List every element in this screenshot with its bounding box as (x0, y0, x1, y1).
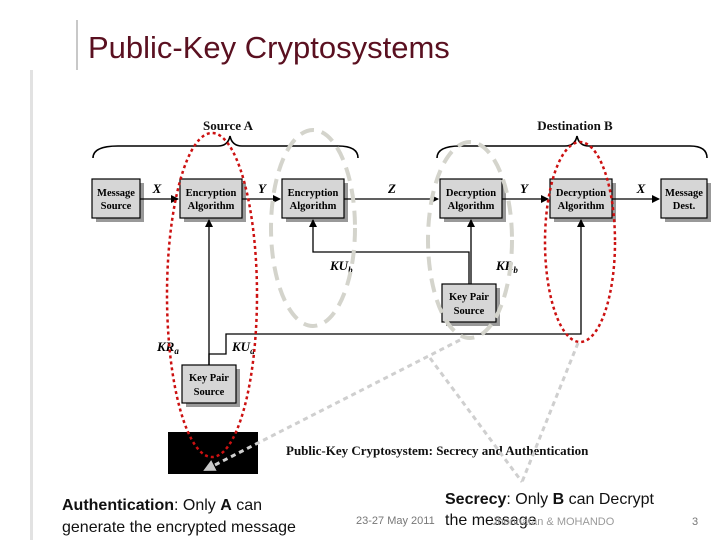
secrecy-text-a: : Only (506, 491, 553, 508)
authentication-caption: Authentication: Only A can generate the … (62, 495, 296, 539)
label-kr-b: KRb (495, 258, 518, 275)
message-dest-line1: Message (665, 188, 703, 199)
pointer-secrecy-1 (428, 357, 524, 483)
keypair-b-line2: Source (454, 306, 485, 317)
label-x-in: X (152, 181, 162, 196)
left-accent-bar (30, 70, 33, 540)
destination-b-label: Destination B (537, 118, 613, 133)
message-source-box: Message Source (91, 178, 144, 222)
decryption-algorithm-2-box: Decryption Algorithm (549, 178, 616, 222)
secrecy-text-b: can Decrypt (564, 491, 654, 508)
label-y-out: Y (520, 181, 529, 196)
authentication-text-a: : Only (174, 497, 221, 514)
label-x-out: X (636, 181, 646, 196)
secrecy-term: Secrecy (445, 491, 507, 508)
authentication-term: Authentication (62, 497, 174, 514)
label-ku-b: KUb (329, 258, 353, 275)
keypair-a-line2: Source (194, 387, 225, 398)
encryption-1-line1: Encryption (186, 188, 237, 199)
source-brace (92, 135, 359, 159)
grey-highlight-encryption (269, 128, 357, 328)
decryption-1-line1: Decryption (446, 188, 496, 199)
page-title: Public-Key Cryptosystems (88, 30, 450, 65)
key-line-ku-a (208, 219, 585, 365)
red-highlight-authentication (165, 131, 259, 459)
title-accent-bar (76, 20, 78, 70)
diagram-caption: Public-Key Cryptosystem: Secrecy and Aut… (286, 443, 589, 458)
decryption-algorithm-1-box: Decryption Algorithm (439, 178, 506, 222)
label-y-mid: Y (258, 181, 267, 196)
secrecy-caption: Secrecy: Only B can Decrypt the message (445, 489, 654, 531)
encryption-algorithm-1-box: Encryption Algorithm (179, 178, 246, 222)
decryption-2-line1: Decryption (556, 188, 606, 199)
footer-date: 23-27 May 2011 (356, 515, 435, 527)
grey-highlight-decryption (426, 140, 514, 340)
decryption-2-line2: Algorithm (558, 201, 605, 212)
source-a-label: Source A (203, 118, 254, 133)
key-pair-source-a-box: Key Pair Source (181, 364, 240, 407)
encryption-algorithm-2-box: Encryption Algorithm (281, 178, 348, 222)
message-source-line1: Message (97, 188, 135, 199)
key-line-ku-b (309, 219, 470, 284)
message-dest-box: Message Dest. (660, 178, 711, 222)
decryption-1-line2: Algorithm (448, 201, 495, 212)
secrecy-entity: B (552, 491, 565, 508)
authentication-entity: A (220, 497, 232, 514)
encryption-2-line1: Encryption (288, 188, 339, 199)
destination-brace (436, 135, 708, 159)
label-kr-a: KRa (156, 339, 179, 356)
keypair-a-line1: Key Pair (189, 373, 229, 384)
message-source-line2: Source (101, 201, 132, 212)
encryption-1-line2: Algorithm (188, 201, 235, 212)
red-highlight-secrecy (543, 140, 617, 344)
message-dest-line2: Dest. (673, 201, 696, 212)
secrecy-line2: the message (445, 512, 537, 529)
authentication-line2: generate the encrypted message (62, 519, 296, 536)
black-block (168, 432, 258, 474)
footer-author: Jhonnatan & MOHANDO (492, 516, 615, 528)
keypair-b-line1: Key Pair (449, 292, 489, 303)
label-ku-a: KUa (231, 339, 255, 356)
authentication-text-b: can (231, 497, 263, 514)
key-pair-source-b-box: Key Pair Source (441, 283, 500, 326)
page-number: 3 (692, 516, 699, 528)
pointer-secrecy-2 (520, 342, 580, 483)
label-z: Z (387, 181, 396, 196)
encryption-2-line2: Algorithm (290, 201, 337, 212)
pointer-authentication (203, 338, 461, 472)
